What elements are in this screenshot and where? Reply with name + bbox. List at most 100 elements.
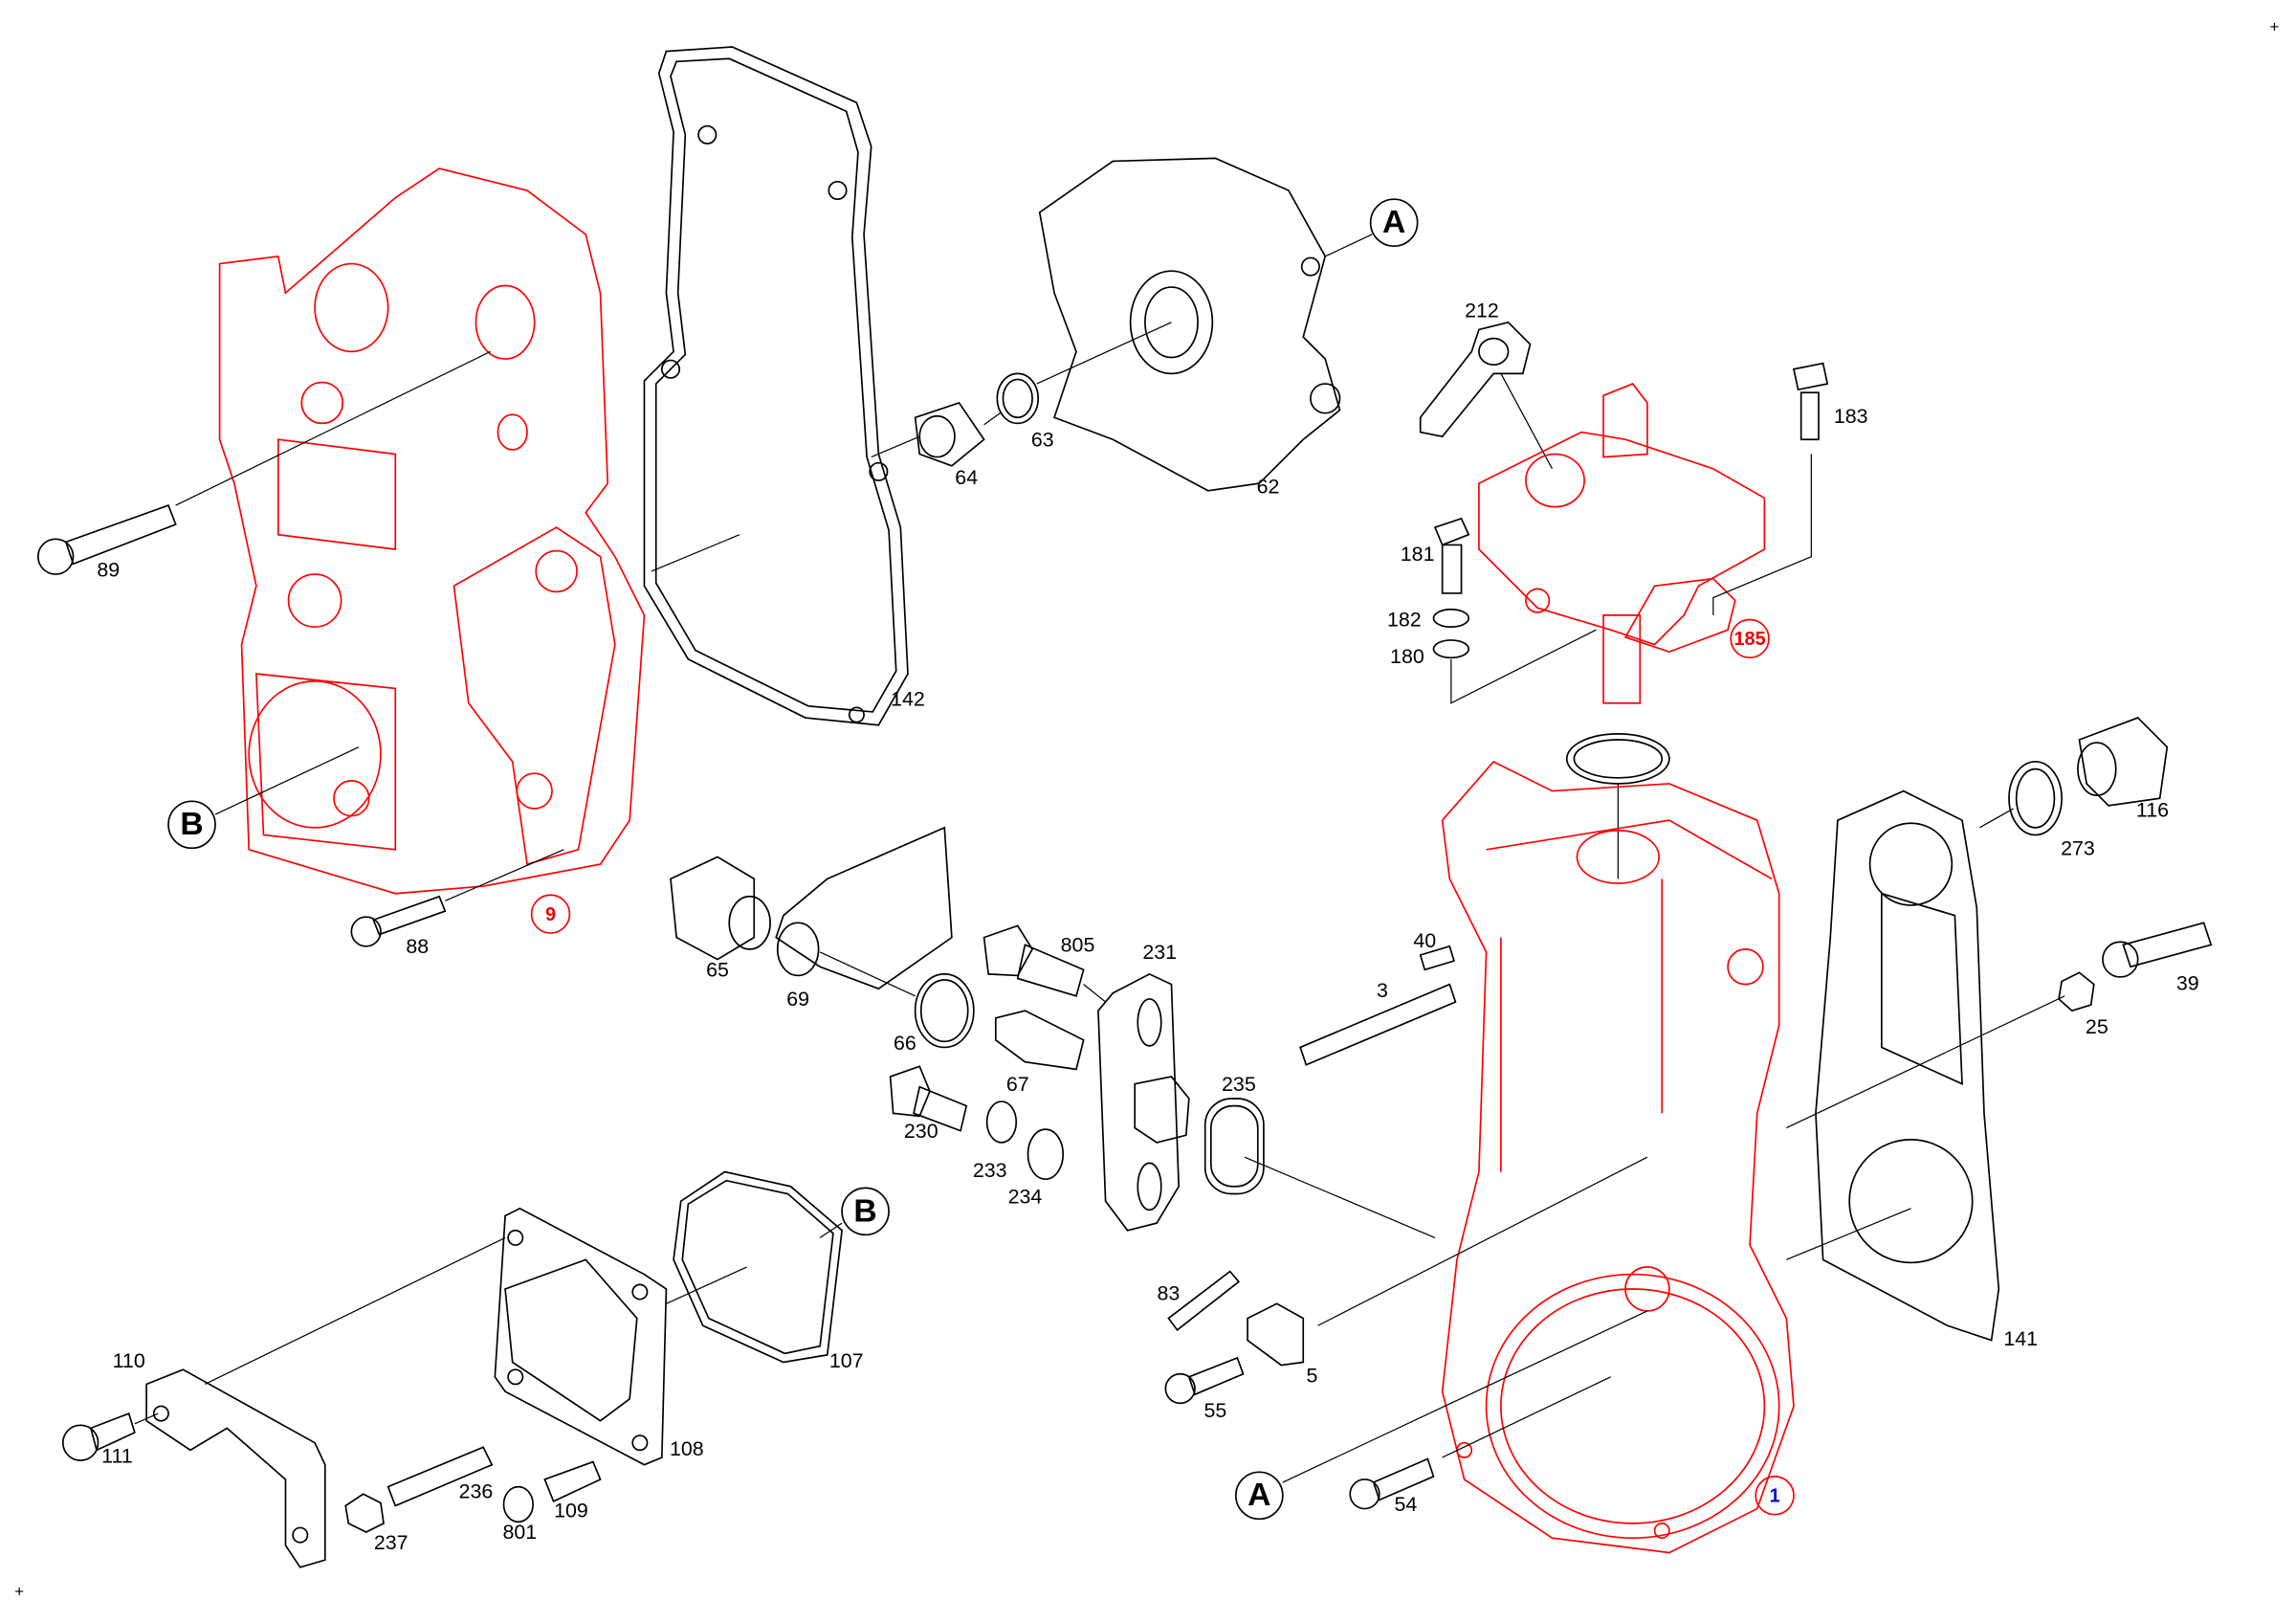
o-ring-inner <box>1573 739 1664 779</box>
washer-234 <box>1027 1128 1065 1181</box>
nut-25 <box>2058 971 2095 1012</box>
callout-88: 88 <box>406 935 429 958</box>
clip-5 <box>1247 1156 1648 1367</box>
plug-65 <box>670 856 771 961</box>
callout-234: 234 <box>1008 1186 1043 1209</box>
gasket-141 <box>1786 789 2065 1342</box>
bolt-230 <box>889 1065 968 1132</box>
callout-108: 108 <box>670 1437 704 1460</box>
nut-64 <box>871 401 985 467</box>
connector-a: A <box>1247 1478 1270 1513</box>
o-ring <box>1565 733 1670 785</box>
callout-54: 54 <box>1394 1493 1417 1516</box>
callout-183: 183 <box>1834 405 1868 428</box>
callout-180: 180 <box>1390 645 1424 668</box>
callout-83: 83 <box>1158 1282 1181 1305</box>
seal-107 <box>666 1170 843 1364</box>
callout-55: 55 <box>1204 1399 1227 1422</box>
callout-3: 3 <box>1377 979 1388 1002</box>
nut-237 <box>344 1493 385 1534</box>
ring-66 <box>914 973 975 1049</box>
washer-182 <box>1432 608 1470 628</box>
ring-273 <box>1979 761 2063 836</box>
bolt-181 <box>1433 517 1470 594</box>
leader-line <box>214 746 360 815</box>
callout-9: 9 <box>545 904 556 925</box>
housing-1 <box>1441 760 1795 1554</box>
callout-111: 111 <box>101 1445 133 1468</box>
callout-230: 230 <box>904 1120 938 1143</box>
callout-65: 65 <box>706 958 729 981</box>
bolt-183 <box>1712 362 1829 615</box>
callout-circle-185 <box>1730 618 1770 659</box>
callout-273: 273 <box>2061 836 2095 859</box>
callout-235: 235 <box>1222 1073 1256 1096</box>
connector-b: B <box>853 1193 876 1229</box>
callout-141: 141 <box>2003 1327 2038 1350</box>
washer-233 <box>985 1101 1018 1144</box>
callout-233: 233 <box>973 1159 1007 1182</box>
connector-b: B <box>180 807 203 842</box>
callout-107: 107 <box>829 1349 864 1372</box>
screw-54 <box>1349 1376 1611 1510</box>
callout-66: 66 <box>894 1032 916 1055</box>
seal-235 <box>1203 1098 1436 1238</box>
housing-9 <box>218 167 646 895</box>
connector-circle-b <box>167 800 216 850</box>
bolt-805 <box>982 924 1106 1003</box>
leader-line <box>1450 629 1597 704</box>
callout-39: 39 <box>2176 971 2199 994</box>
callout-5: 5 <box>1306 1364 1317 1387</box>
connector-circle-a <box>1369 198 1419 248</box>
callout-69: 69 <box>786 988 809 1011</box>
bracket-110 <box>145 1236 506 1568</box>
screw-109 <box>543 1460 602 1503</box>
callout-40: 40 <box>1413 929 1436 952</box>
callout-67: 67 <box>1006 1073 1029 1096</box>
callout-231: 231 <box>1142 941 1177 964</box>
screw-88 <box>350 849 564 947</box>
connector-a: A <box>1382 205 1405 240</box>
screw-111 <box>61 1412 159 1461</box>
nut-116 <box>2077 717 2169 807</box>
callout-142: 142 <box>891 687 925 710</box>
callout-237: 237 <box>374 1531 408 1554</box>
corner-mark: + <box>2269 18 2279 36</box>
callout-801: 801 <box>503 1521 538 1544</box>
corner-mark: + <box>14 1582 24 1600</box>
callout-89: 89 <box>97 559 120 582</box>
leader-line <box>1282 1310 1648 1483</box>
callout-182: 182 <box>1387 609 1422 632</box>
callout-212: 212 <box>1465 300 1499 322</box>
callout-110: 110 <box>113 1349 145 1372</box>
callout-185: 185 <box>1733 629 1765 650</box>
pin-39 <box>2102 922 2213 978</box>
ring-801 <box>502 1485 534 1523</box>
callout-circle-9 <box>530 894 571 934</box>
callout-1: 1 <box>1770 1486 1780 1507</box>
plate-69 <box>775 826 953 997</box>
callout-64: 64 <box>955 466 978 489</box>
callout-116: 116 <box>2136 799 2169 822</box>
lever-212 <box>1419 321 1553 470</box>
pin-40 <box>1419 945 1455 971</box>
washer-180 <box>1432 639 1470 659</box>
callout-181: 181 <box>1401 543 1435 566</box>
spring-83 <box>1167 1270 1241 1332</box>
callout-63: 63 <box>1031 428 1054 451</box>
bracket-62 <box>1036 157 1373 492</box>
screw-89 <box>36 350 492 575</box>
ring-63 <box>983 372 1040 426</box>
assembly-185 <box>1478 383 1766 704</box>
gasket-142 <box>643 46 909 726</box>
cover-108 <box>494 1207 668 1466</box>
callout-109: 109 <box>554 1499 588 1522</box>
valve-67 <box>994 1010 1085 1071</box>
callout-circle-1 <box>1755 1476 1795 1516</box>
bolt-236 <box>386 1446 494 1507</box>
flange-231 <box>1097 972 1190 1232</box>
callout-62: 62 <box>1257 475 1280 498</box>
callout-805: 805 <box>1061 933 1095 956</box>
